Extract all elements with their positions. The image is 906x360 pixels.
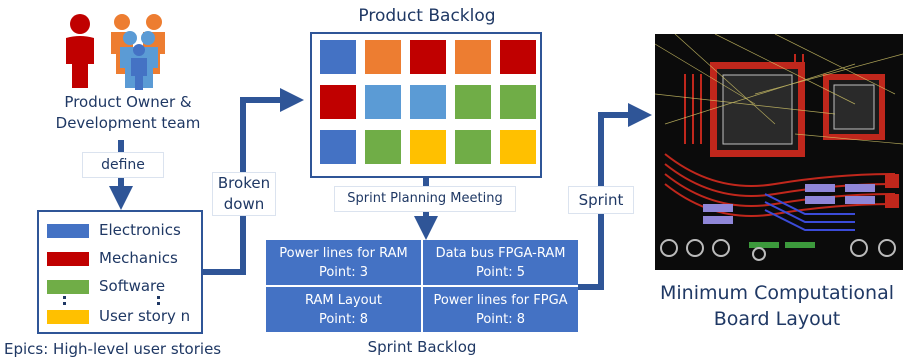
sprint-backlog-caption: Sprint Backlog (367, 338, 477, 356)
sprint-item-title: Power lines for FPGA (433, 293, 568, 308)
team-caption-line1: Product Owner & (64, 93, 192, 111)
product-backlog-title: Product Backlog (358, 6, 496, 26)
backlog-card (410, 40, 446, 74)
development-team-icon (111, 14, 165, 90)
broken-down-line2: down (223, 195, 265, 213)
sprint-item: Power lines for FPGA Point: 8 (423, 287, 578, 332)
epic-label: Electronics (99, 221, 181, 239)
backlog-card (500, 40, 536, 74)
pcb-layout-image (655, 34, 903, 270)
epic-label: User story n (99, 307, 191, 325)
define-label: define (82, 152, 164, 178)
backlog-card (500, 85, 536, 119)
team-caption: Product Owner & Development team (28, 92, 228, 134)
backlog-card (365, 130, 401, 164)
backlog-card (365, 40, 401, 74)
sprint-item-point: Point: 5 (475, 265, 526, 280)
backlog-card (455, 85, 491, 119)
epic-swatch (47, 310, 89, 324)
sprint-item: Power lines for RAM Point: 3 (266, 240, 421, 285)
ellipsis-icon (63, 296, 160, 305)
epic-label: Software (99, 277, 166, 295)
epic-label: Mechanics (99, 249, 178, 267)
epic-swatch (47, 280, 89, 294)
sprint-item: Data bus FPGA-RAM Point: 5 (423, 240, 578, 285)
sprint-planning-label: Sprint Planning Meeting (334, 186, 516, 212)
backlog-card (365, 85, 401, 119)
backlog-card (410, 85, 446, 119)
backlog-card (455, 40, 491, 74)
backlog-card (320, 130, 356, 164)
sprint-item-title: Data bus FPGA-RAM (435, 246, 566, 261)
board-layout-caption: Minimum Computational Board Layout (648, 280, 906, 332)
sprint-item: RAM Layout Point: 8 (266, 287, 421, 332)
broken-down-line1: Broken (217, 174, 271, 192)
sprint-item-point: Point: 8 (475, 312, 526, 327)
backlog-card (455, 130, 491, 164)
sprint-item-title: RAM Layout (305, 293, 382, 308)
sprint-item-title: Power lines for RAM (279, 246, 408, 261)
product-owner-icon (66, 14, 94, 88)
sprint-item-point: Point: 8 (318, 312, 369, 327)
product-backlog-board (310, 32, 542, 178)
broken-down-label: Broken down (212, 172, 276, 216)
epic-swatch (47, 224, 89, 238)
sprint-backlog-grid: Power lines for RAM Point: 3 Data bus FP… (266, 240, 578, 332)
grid-divider-h (266, 285, 578, 287)
backlog-card (320, 40, 356, 74)
board-caption-line1: Minimum Computational (659, 282, 894, 304)
pcb-drawing (655, 34, 903, 270)
board-caption-line2: Board Layout (713, 308, 841, 330)
backlog-card (320, 85, 356, 119)
backlog-card (500, 130, 536, 164)
sprint-item-point: Point: 3 (318, 265, 369, 280)
epic-swatch (47, 252, 89, 266)
epics-caption: Epics: High-level user stories (4, 340, 222, 358)
sprint-label: Sprint (568, 186, 634, 214)
epics-box: Electronics Mechanics Software User stor… (37, 210, 203, 334)
backlog-card (410, 130, 446, 164)
team-caption-line2: Development team (55, 114, 201, 132)
